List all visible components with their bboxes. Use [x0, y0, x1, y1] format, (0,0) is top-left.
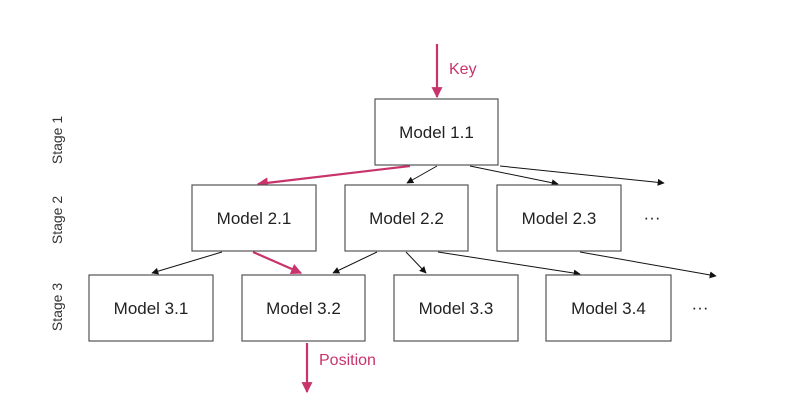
- stage-3-label: Stage 3: [49, 283, 65, 331]
- edge-model-2-2-to-model-3-4: [437, 251, 581, 277]
- edge-model-1-1-to-model-2-1: [256, 164, 411, 189]
- position-label: Position: [319, 352, 376, 369]
- edge-model-1-1-to-model-2-3: [469, 165, 559, 187]
- model-3-3-node: Model 3.3: [393, 274, 519, 342]
- model-2-2-node: Model 2.2: [344, 184, 469, 252]
- model-3-2-node: Model 3.2: [241, 274, 366, 342]
- edge-model-1-1-to-more: [499, 165, 665, 186]
- model-2-3-label: Model 2.3: [522, 209, 597, 228]
- stage-2-more-ellipsis: ···: [644, 208, 661, 227]
- stage-1-label: Stage 1: [49, 116, 65, 164]
- edge-model-1-1-to-model-2-2: [406, 165, 438, 184]
- model-3-4-node: Model 3.4: [545, 274, 672, 342]
- model-1-1-label: Model 1.1: [399, 123, 474, 142]
- stage-3-more-ellipsis: ···: [692, 298, 709, 317]
- model-2-1-label: Model 2.1: [217, 209, 292, 228]
- edge-model-2-2-to-model-3-3: [405, 251, 427, 274]
- key-label: Key: [449, 61, 477, 78]
- edge-model-2-3-to-more: [579, 251, 717, 279]
- model-3-2-label: Model 3.2: [266, 299, 341, 318]
- model-1-1-node: Model 1.1: [374, 98, 499, 166]
- model-2-1-node: Model 2.1: [191, 184, 317, 252]
- model-2-2-label: Model 2.2: [369, 209, 444, 228]
- edge-model-2-2-to-model-3-2: [332, 251, 378, 274]
- stage-2-label: Stage 2: [49, 196, 65, 244]
- model-3-1-node: Model 3.1: [88, 274, 214, 342]
- edges: [151, 164, 717, 279]
- model-3-1-label: Model 3.1: [114, 299, 189, 318]
- edge-model-2-1-to-model-3-1: [151, 251, 223, 275]
- model-3-4-label: Model 3.4: [571, 299, 646, 318]
- model-3-3-label: Model 3.3: [419, 299, 494, 318]
- edge-model-2-1-to-model-3-2: [252, 250, 303, 275]
- model-2-3-node: Model 2.3: [496, 184, 622, 252]
